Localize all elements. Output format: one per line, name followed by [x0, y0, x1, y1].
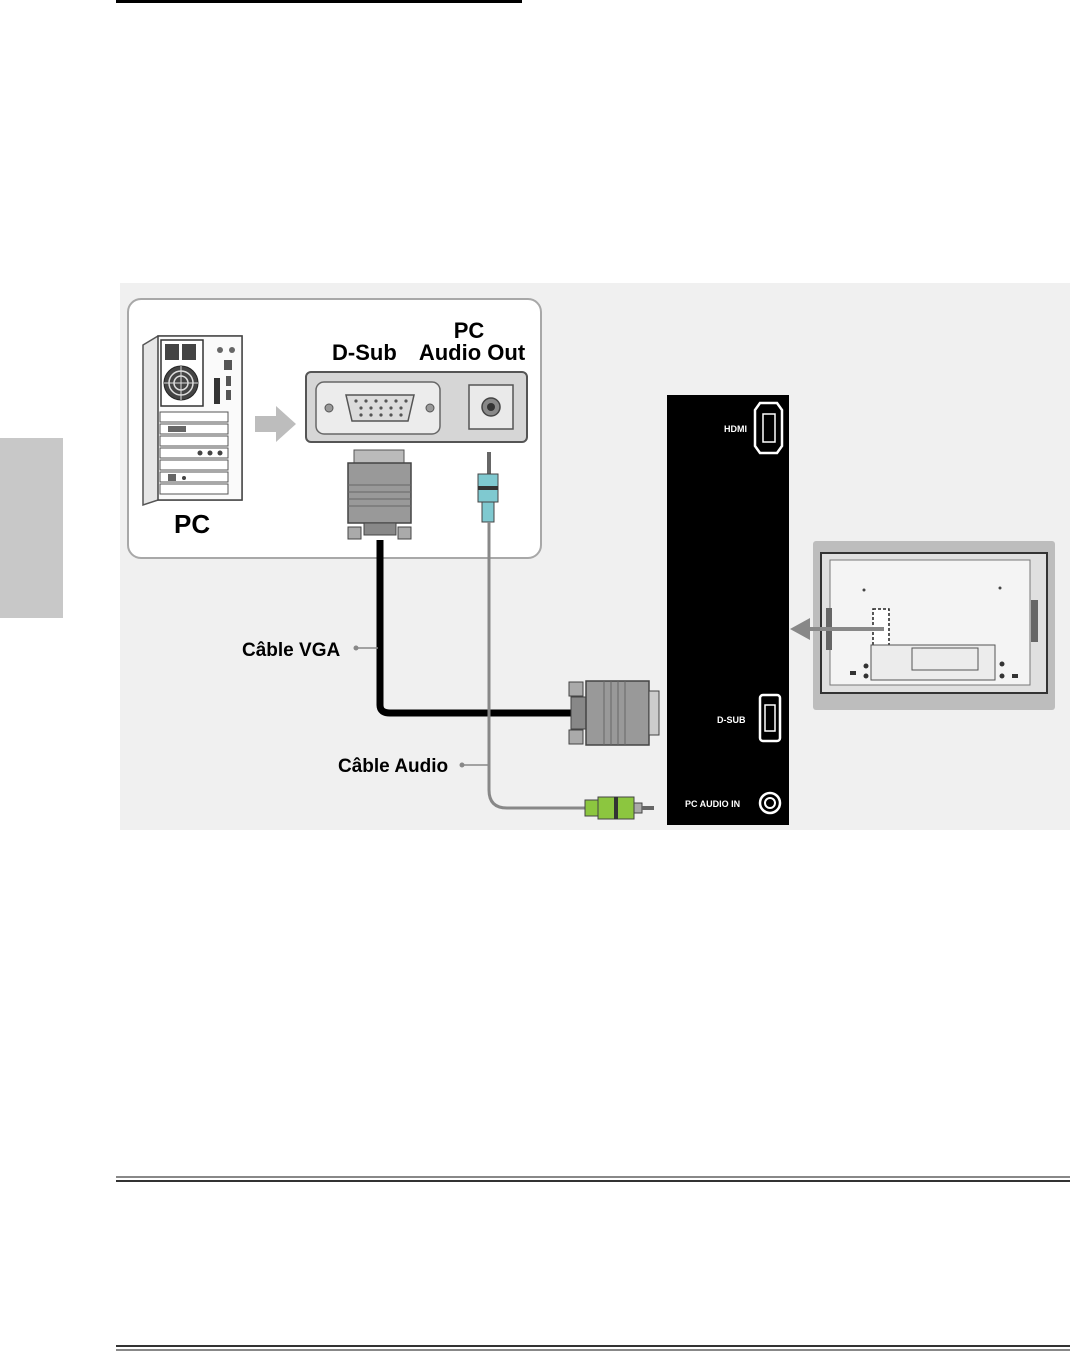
tv-hdmi-label: HDMI: [724, 424, 747, 434]
footer-rule-bottom: [116, 1345, 1070, 1351]
rule-line: [116, 1176, 1070, 1178]
dsub-label: D-Sub: [332, 340, 397, 365]
pc-connector-panel: [306, 372, 527, 442]
rule-line: [116, 1349, 1070, 1351]
pc-tower-icon: [143, 336, 242, 505]
tv-pc-audio-in-label: PC AUDIO IN: [685, 799, 740, 809]
vga-plug-tv-icon: [569, 681, 659, 745]
cable-audio-label: Câble Audio: [338, 756, 448, 777]
rule-line: [116, 1345, 1070, 1347]
vga-cable: [380, 540, 572, 713]
footer-rule-top: [116, 1176, 1070, 1182]
arrow-right-icon: [255, 406, 296, 442]
rule-line: [116, 1180, 1070, 1182]
tv-dsub-label: D-SUB: [717, 715, 746, 725]
audio-plug-tv-icon: [585, 797, 654, 819]
audio-cable: [489, 522, 588, 808]
cable-vga-label: Câble VGA: [242, 640, 340, 661]
tv-back-thumbnail: [813, 541, 1055, 710]
vga-plug-pc-icon: [348, 450, 411, 539]
audio-plug-pc-icon: [478, 452, 498, 522]
tv-rear-panel: [667, 395, 789, 825]
pc-label: PC: [174, 509, 210, 539]
pc-audio-out-label-line2: Audio Out: [419, 340, 526, 365]
